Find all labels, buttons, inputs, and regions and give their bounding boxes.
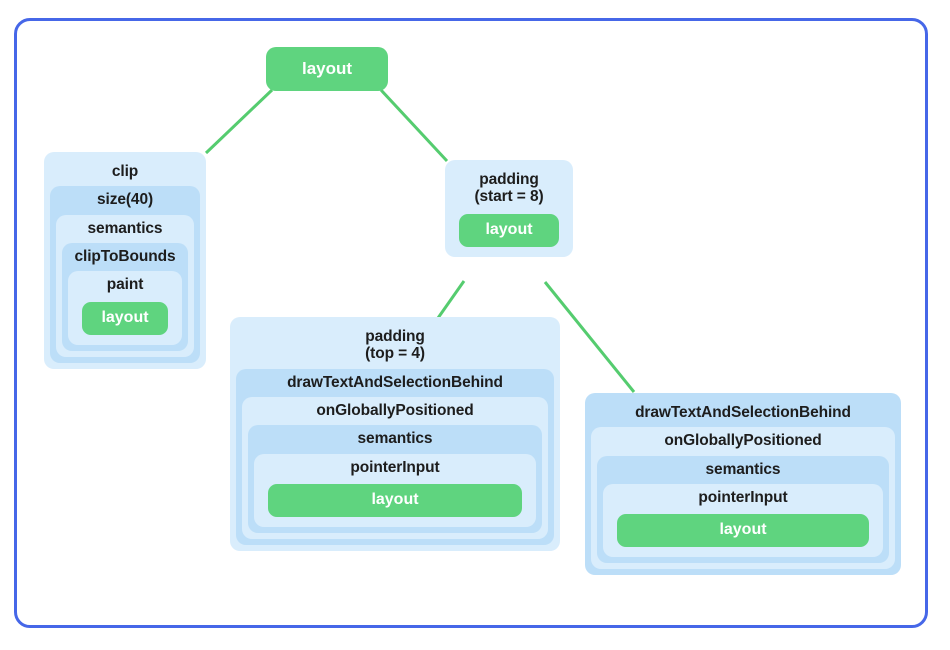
node-paint[interactable]: paint layout xyxy=(68,271,182,345)
node-ongloballypositioned[interactable]: onGloballyPositioned semantics pointerIn… xyxy=(591,427,895,570)
node-label-paint: paint xyxy=(106,276,144,294)
node-label-layout: layout xyxy=(101,308,149,326)
node-semantics[interactable]: semantics clipToBounds paint layout xyxy=(56,214,194,357)
node-label-padding-start: padding (start = 8) xyxy=(474,171,544,206)
node-draw-text-right-column[interactable]: drawTextAndSelectionBehind onGloballyPos… xyxy=(585,393,901,576)
node-layout-leaf[interactable]: layout xyxy=(82,301,168,335)
node-drawtextandselectionbehind[interactable]: drawTextAndSelectionBehind onGloballyPos… xyxy=(236,368,554,546)
node-cliptobounds[interactable]: clipToBounds paint layout xyxy=(62,243,188,351)
node-padding-top-column[interactable]: padding (top = 4) drawTextAndSelectionBe… xyxy=(230,317,560,552)
node-label-semantics: semantics xyxy=(705,460,781,478)
node-label-pointerinput: pointerInput xyxy=(698,489,788,507)
node-label-pointerinput: pointerInput xyxy=(350,458,440,476)
node-label-padding-top: padding (top = 4) xyxy=(365,328,425,363)
node-label-layout: layout xyxy=(371,491,419,509)
node-layout-leaf[interactable]: layout xyxy=(617,514,869,548)
node-label-layout: layout xyxy=(485,220,533,238)
diagram-frame xyxy=(14,18,928,628)
node-size40[interactable]: size(40) semantics clipToBounds paint la… xyxy=(50,186,200,363)
node-label-size40: size(40) xyxy=(96,191,154,209)
node-label-semantics: semantics xyxy=(87,219,163,237)
node-label-ongloballypositioned: onGloballyPositioned xyxy=(316,402,474,420)
node-ongloballypositioned[interactable]: onGloballyPositioned semantics pointerIn… xyxy=(242,397,548,540)
node-pointerinput[interactable]: pointerInput layout xyxy=(254,453,536,528)
node-label-drawtextandselectionbehind: drawTextAndSelectionBehind xyxy=(287,373,503,391)
node-layout-leaf[interactable]: layout xyxy=(459,213,559,247)
node-label-drawtextandselectionbehind: drawTextAndSelectionBehind xyxy=(635,404,851,421)
node-root-layout[interactable]: layout xyxy=(266,47,388,91)
node-pointerinput[interactable]: pointerInput layout xyxy=(603,484,883,558)
node-semantics[interactable]: semantics pointerInput layout xyxy=(597,455,889,564)
node-clip-column[interactable]: clip size(40) semantics clipToBounds pai… xyxy=(44,152,206,369)
node-label-layout: layout xyxy=(719,521,767,539)
node-label-ongloballypositioned: onGloballyPositioned xyxy=(664,432,822,450)
node-layout-leaf[interactable]: layout xyxy=(268,484,522,518)
node-label-semantics: semantics xyxy=(357,430,433,448)
node-label-cliptobounds: clipToBounds xyxy=(74,248,176,266)
node-label-clip: clip xyxy=(111,163,139,180)
node-label: layout xyxy=(301,59,353,78)
node-padding-start-column[interactable]: padding (start = 8) layout xyxy=(445,160,573,257)
node-semantics[interactable]: semantics pointerInput layout xyxy=(248,425,542,534)
